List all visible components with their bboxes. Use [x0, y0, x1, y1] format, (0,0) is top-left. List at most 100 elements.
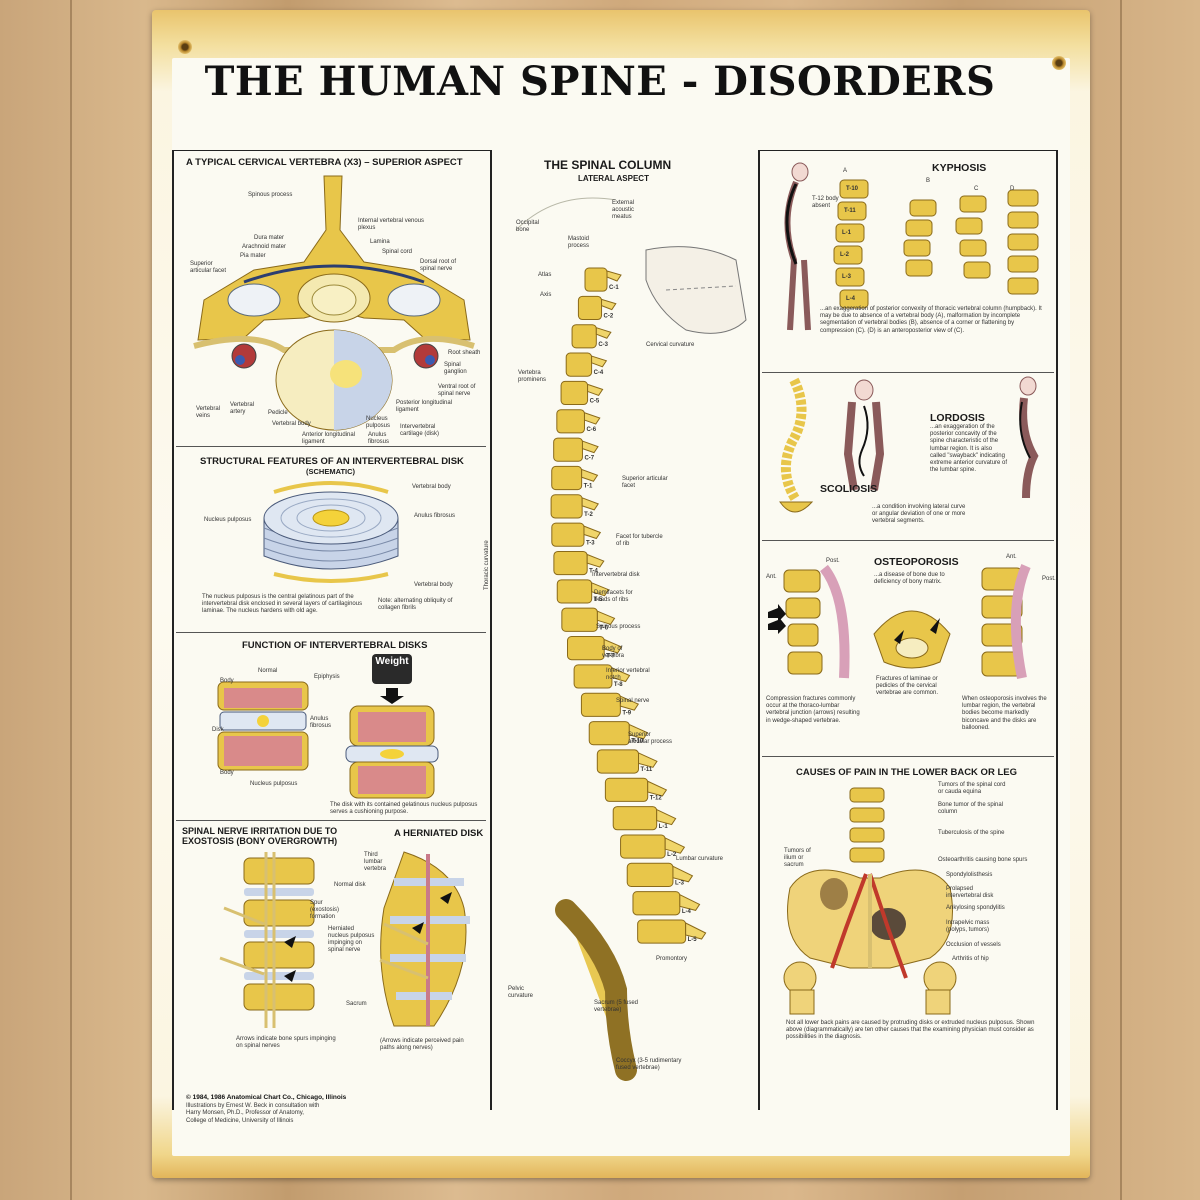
vertebra-stack: C-1C-2C-3C-4C-5C-6C-7T-1T-2T-3T-4T-5T-6T… [550, 267, 707, 944]
spinous-process [647, 780, 668, 797]
vertebra-body [637, 919, 687, 944]
exostosis-herniation-illustration [219, 851, 470, 1028]
spinous-process [595, 327, 612, 339]
column-label: Promontory [656, 956, 688, 962]
disk-function-illustration [217, 654, 439, 799]
scoliosis-heading: SCOLIOSIS [820, 483, 878, 495]
vertebra-code: T-12 [650, 795, 663, 801]
disk-schematic-illustration [263, 481, 399, 583]
vertebra-body [553, 550, 588, 576]
spinous-process [685, 922, 707, 940]
vertebra-body [561, 607, 598, 632]
kyphosis-stage: A [843, 168, 848, 174]
column-label: Spinal nerve [616, 698, 650, 704]
kyphosis-caption: ...an exaggeration of posterior convexit… [820, 306, 1042, 334]
cervical-label: Intervertebral cartilage (disk) [400, 424, 440, 437]
vertebra-body [567, 636, 605, 661]
disk-label: Nucleus pulposus [204, 517, 252, 523]
column-label: Pelvic curvature [508, 986, 534, 999]
wood-plank-seam [70, 0, 72, 1200]
spinous-process [583, 525, 602, 540]
disk-structure-subheading: (SCHEMATIC) [306, 467, 356, 476]
column-label: Superior articular facet [622, 476, 668, 489]
disk-function-caption: The disk with its contained gelatinous n… [330, 802, 478, 816]
cervical-label: Posterior longitudinal ligament [396, 400, 453, 413]
vertebra-body [596, 749, 640, 774]
spinous-process [581, 497, 599, 511]
divider [172, 150, 174, 1110]
cervical-label: Superior articular facet [190, 261, 227, 274]
weight-label: Weight [375, 656, 409, 667]
column-label: Sacrum (5 fused vertebrae) [594, 1000, 639, 1013]
column-label: External acoustic meatus [612, 200, 635, 220]
spinous-process [606, 270, 622, 282]
spinous-process [656, 808, 677, 826]
divider [762, 372, 1054, 373]
spinous-process [581, 468, 599, 482]
spinous-process [672, 865, 694, 883]
vertebra-body [551, 522, 585, 547]
vertebra-code: C-4 [594, 370, 604, 376]
credit-line: College of Medicine, University of Illin… [186, 1117, 294, 1124]
lordosis-heading: LORDOSIS [930, 412, 985, 424]
column-label: Occipital bone [516, 220, 540, 233]
vertebra-body [571, 324, 597, 349]
vertebra-body [553, 437, 583, 462]
spinous-process [619, 695, 640, 711]
spinous-process [587, 383, 604, 397]
disk-function-label: Nucleus pulposus [250, 781, 298, 787]
vertebra-code: T-10 [846, 186, 859, 192]
osteoporosis-caption: ...a disease of bone due to deficiency o… [874, 572, 945, 586]
cervical-label: Anulus fibrosus [368, 432, 390, 445]
spinous-process [664, 837, 686, 854]
osteoporosis-illustration [768, 564, 1031, 679]
column-label: Lumbar curvature [676, 856, 724, 862]
pain-cause-label: Tumors of the spinal cord or cauda equin… [938, 782, 1006, 795]
vertebra-code: T-6 [599, 625, 608, 631]
disk-function-label: Body [220, 770, 234, 776]
pain-cause-label: Tuberculosis of the spine [938, 830, 1005, 836]
cervical-label: Pedicle [268, 410, 288, 416]
spinous-process [603, 638, 623, 654]
cervical-label: Vertebral body [272, 421, 311, 427]
osteoporosis-note: Fractures of laminae or pedicles of the … [876, 676, 939, 697]
divider [758, 150, 760, 1110]
cervical-label: Vertebral veins [196, 406, 221, 419]
vertebra-body [588, 721, 630, 746]
disk-function-heading: FUNCTION OF INTERVERTEBRAL DISKS [242, 640, 428, 651]
spinous-process [596, 610, 616, 625]
kyphosis-illustration [784, 162, 1039, 331]
credit-line: Harry Monsen, Ph.D., Professor of Anatom… [186, 1110, 304, 1116]
spinous-process [679, 893, 701, 911]
poster-title: THE HUMAN SPINE - DISORDERS [204, 58, 996, 105]
osteoporosis-heading: OSTEOPOROSIS [874, 556, 959, 568]
cervical-label: Root sheath [448, 350, 481, 356]
cervical-label: Spinal cord [382, 249, 413, 255]
vertebra-code: L-5 [688, 937, 698, 943]
column-label: Body of vertebra [602, 646, 625, 659]
disk-structure-heading: STRUCTURAL FEATURES OF AN INTERVERTEBRAL… [200, 456, 464, 467]
vertebra-code: T-10 [631, 739, 644, 745]
pain-cause-label: Bone tumor of the spinal column [938, 802, 1004, 815]
column-subheading: LATERAL ASPECT [578, 174, 649, 183]
vertebra-body [632, 891, 681, 916]
divider [172, 150, 490, 151]
vertebra-code: L-3 [675, 880, 685, 886]
column-label: Inferior vertebral notch [606, 668, 650, 681]
divider [490, 150, 492, 1110]
column-label: Thoracic curvature [484, 540, 490, 590]
vertebra-body [612, 806, 658, 831]
vertebra-body [551, 465, 583, 491]
herniated-label: Third lumbar vertebra [364, 852, 387, 872]
herniated-label: Sacrum [346, 1001, 367, 1007]
spinous-process [583, 412, 601, 425]
pain-caption: Not all lower back pains are caused by p… [786, 1020, 1035, 1041]
vertebra-body [556, 579, 593, 604]
column-label: Axis [540, 292, 552, 298]
lower-back-pain-illustration [783, 787, 957, 1015]
osteoporosis-label: Ant. [1006, 554, 1017, 560]
wood-plank-seam [1120, 0, 1122, 1200]
vertebra-code: C-2 [604, 314, 614, 320]
scoliosis-caption: ...a condition involving lateral curve o… [872, 504, 966, 525]
vertebra-code: L-4 [682, 909, 692, 915]
